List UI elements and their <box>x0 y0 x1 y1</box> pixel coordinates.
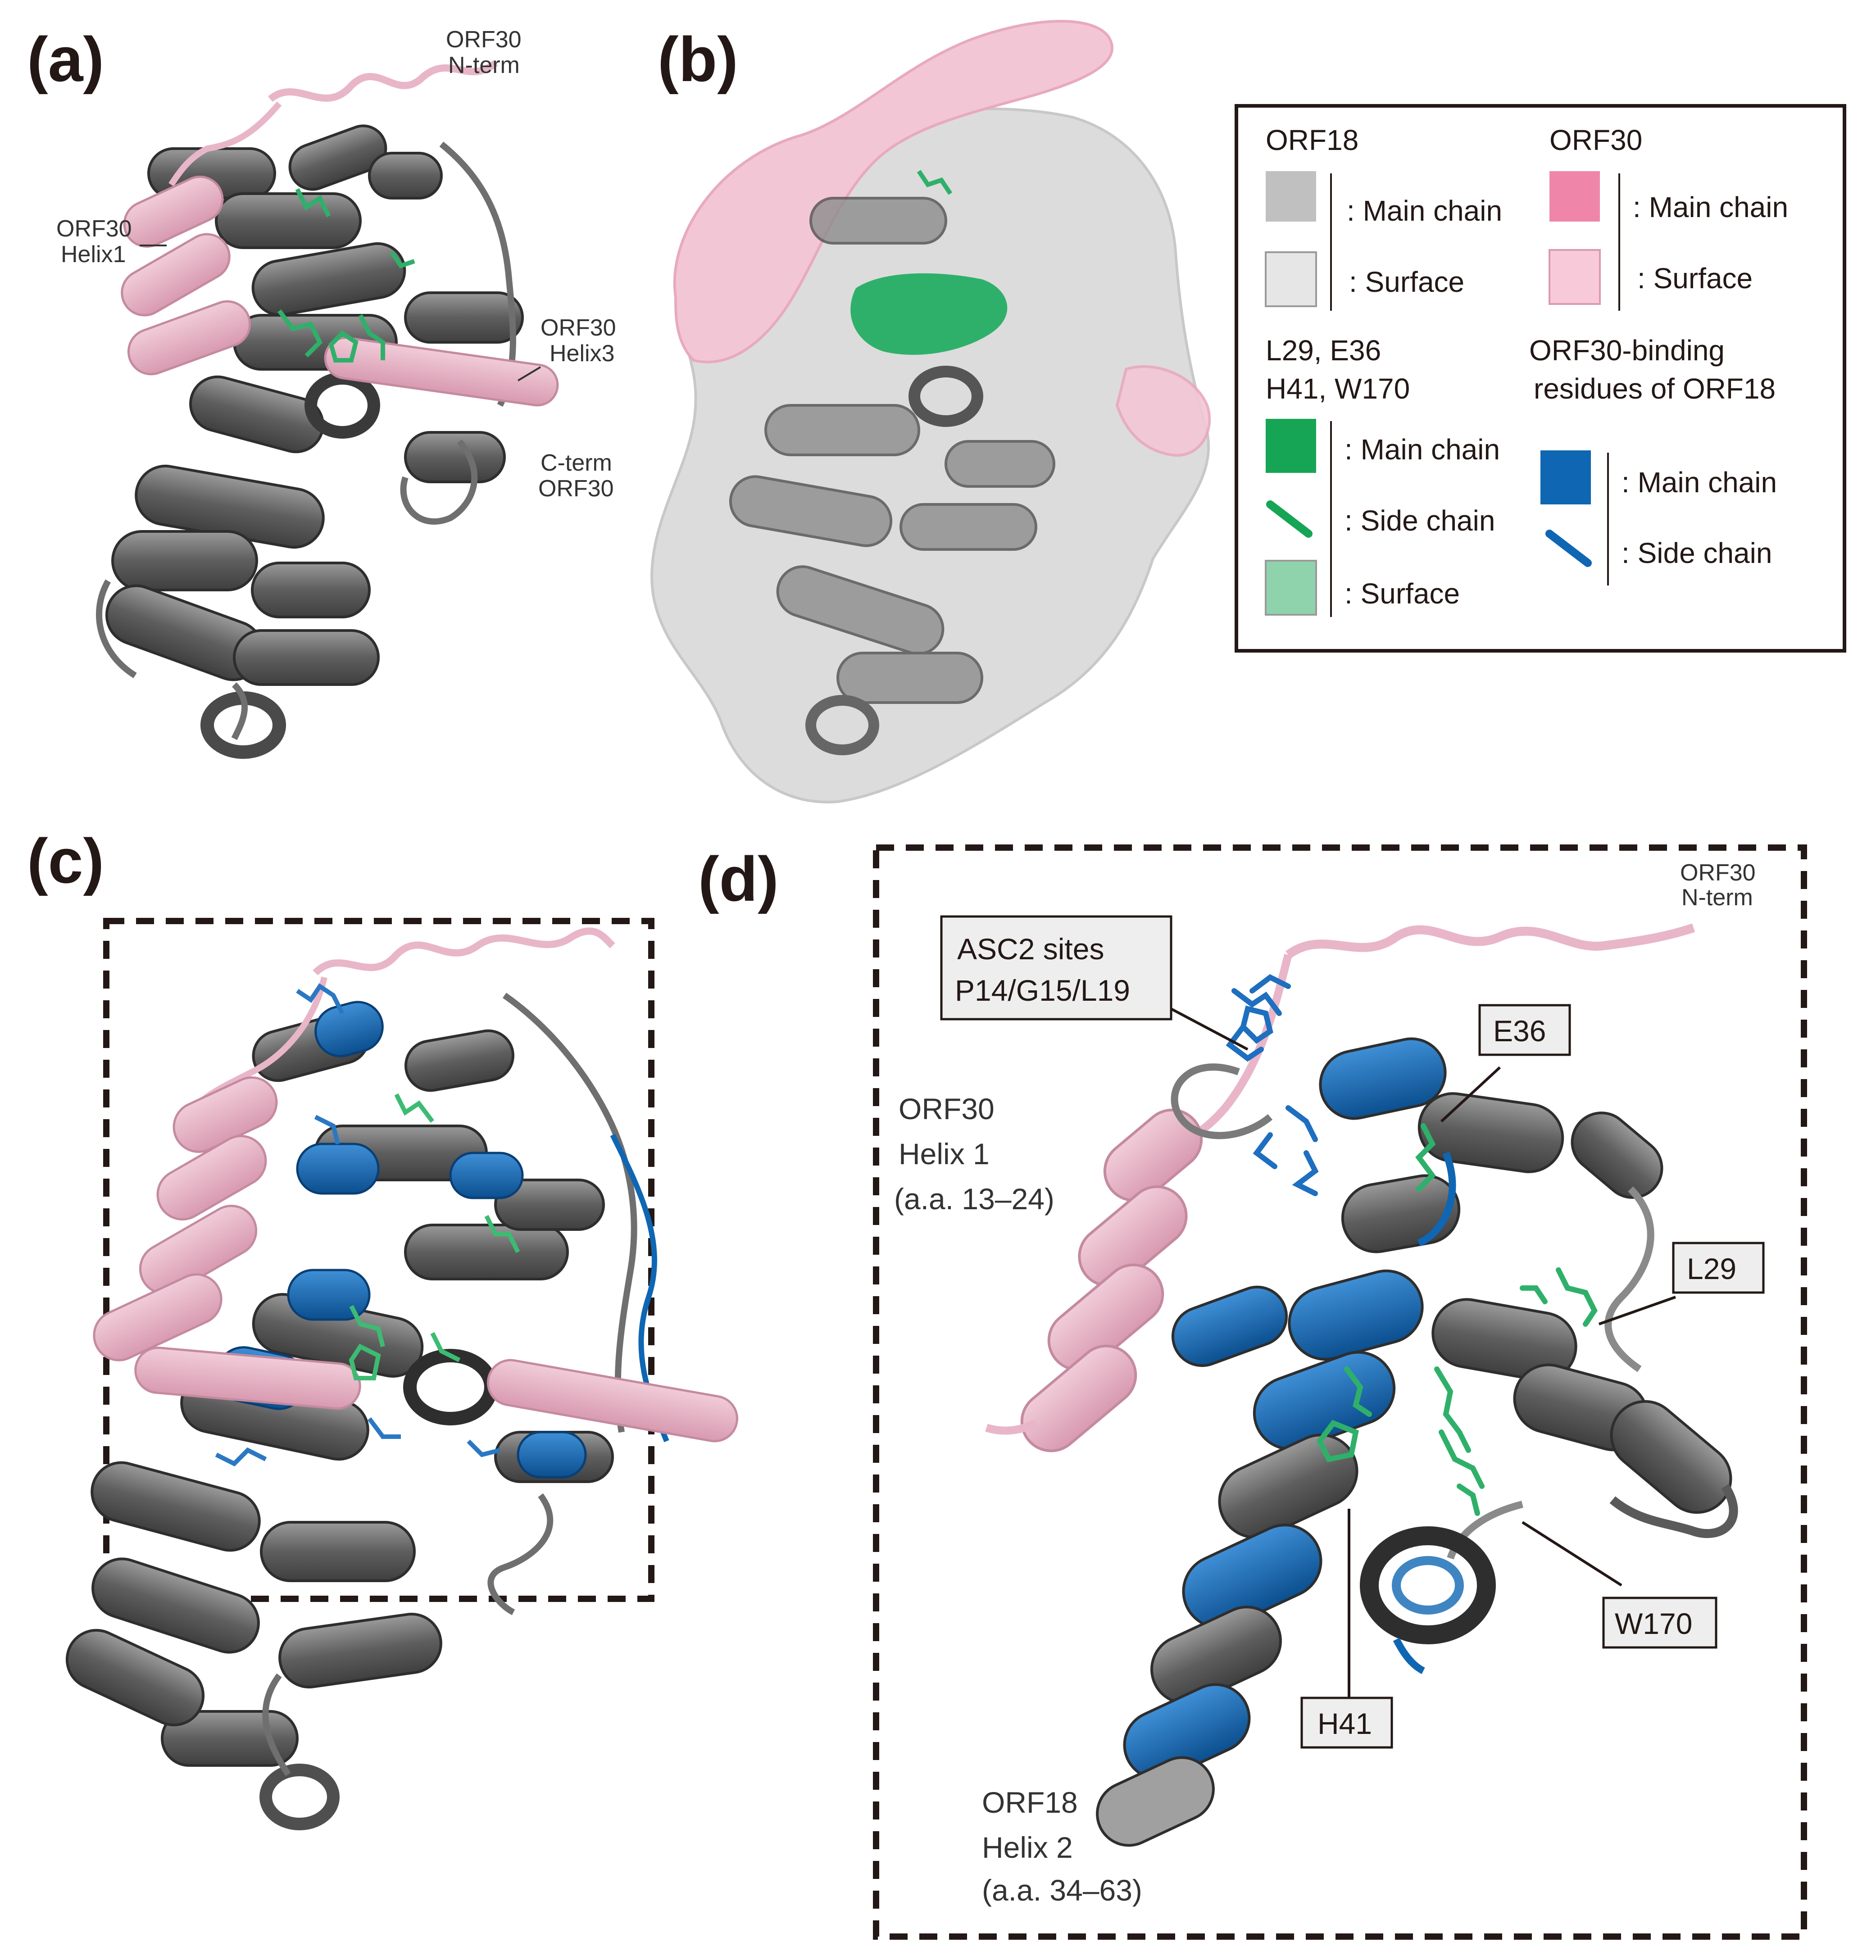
panel-d: (d) <box>698 844 1807 1940</box>
panel-d-orf30-helix-line1: ORF30 <box>899 1092 995 1125</box>
legend-orf18-main-label: : Main chain <box>1347 195 1502 227</box>
legend-box: ORF18 : Main chain : Surface ORF30 : Mai… <box>1235 104 1846 653</box>
panel-c-label: (c) <box>27 826 104 896</box>
legend-orf30-main-label: : Main chain <box>1633 191 1788 223</box>
legend-orf18-main-swatch <box>1266 171 1316 222</box>
panel-d-asc2-pointer <box>1170 1007 1249 1051</box>
panel-d-asc2-line1: ASC2 sites <box>957 932 1104 966</box>
panel-d-l29-box <box>1672 1242 1765 1294</box>
legend-binding-line2: residues of ORF18 <box>1534 372 1776 405</box>
legend-blue-main-label: : Main chain <box>1622 466 1777 499</box>
legend-blue-side-label: : Side chain <box>1622 537 1772 569</box>
legend-blue-side-swatch <box>1545 530 1592 567</box>
panel-a-helix3-label-1: ORF30 <box>541 315 616 341</box>
panel-b-structure <box>650 20 1211 803</box>
panel-c-dashed-box <box>103 918 654 1602</box>
panel-b: (b) <box>650 20 1211 803</box>
panel-d-w170-pointer <box>1522 1521 1622 1587</box>
legend-residues-line1: L29, E36 <box>1266 334 1381 367</box>
panel-d-e36-label: E36 <box>1493 1014 1546 1048</box>
panel-d-asc2-box <box>940 915 1172 1021</box>
panel-d-w170-label: W170 <box>1615 1607 1692 1640</box>
panel-a-nterm-label-2: N-term <box>448 52 520 78</box>
legend-residues-line2: H41, W170 <box>1266 372 1410 405</box>
panel-d-l29-pointer <box>1599 1296 1676 1325</box>
panel-c-structure <box>65 927 739 1830</box>
panel-b-label: (b) <box>658 24 738 95</box>
panel-d-label: (d) <box>698 844 779 914</box>
panel-c: (c) <box>27 826 739 1830</box>
panel-d-nterm-label-2: N-term <box>1681 885 1753 911</box>
panel-d-asc2-line2: P14/G15/L19 <box>955 974 1130 1007</box>
legend-green-surface-label: : Surface <box>1345 577 1460 610</box>
panel-a: (a) <box>27 24 616 759</box>
panel-a-nterm-label-1: ORF30 <box>446 27 522 53</box>
panel-d-e36-box <box>1478 1004 1571 1056</box>
panel-a-helix3-label-2: Helix3 <box>550 340 615 367</box>
legend-orf18-surface-label: : Surface <box>1349 266 1464 298</box>
legend-orf30-main-swatch <box>1549 171 1600 222</box>
legend-blue-main-swatch <box>1540 450 1591 504</box>
legend-green-side-swatch <box>1266 500 1313 538</box>
panel-d-h41-label: H41 <box>1317 1707 1372 1740</box>
panel-d-orf30-helix-line2: Helix 1 <box>899 1137 990 1171</box>
panel-d-nterm-label-1: ORF30 <box>1680 860 1756 886</box>
panel-d-orf18-helix-line3: (a.a. 34–63) <box>982 1874 1142 1907</box>
panel-a-helix1-label-1: ORF30 <box>56 216 132 242</box>
panel-a-helix1-label-2: Helix1 <box>61 241 126 268</box>
panel-d-l29-label: L29 <box>1687 1252 1736 1285</box>
legend-orf18-title: ORF18 <box>1266 124 1358 156</box>
panel-a-label: (a) <box>27 24 104 95</box>
legend-orf18-surface-swatch <box>1265 251 1317 307</box>
panel-a-cterm-label-2: ORF30 <box>538 476 614 502</box>
legend-orf30-surface-swatch <box>1549 249 1601 305</box>
legend-binding-line1: ORF30-binding <box>1529 334 1725 367</box>
panel-d-dashed-box <box>873 844 1807 1940</box>
panel-a-helix3-pointer <box>517 366 541 381</box>
panel-a-structure <box>96 60 559 759</box>
panel-a-cterm-label-1: C-term <box>541 450 612 476</box>
panel-d-h41-box <box>1300 1697 1393 1749</box>
panel-d-orf30-helix-line3: (a.a. 13–24) <box>894 1182 1054 1216</box>
legend-green-main-swatch <box>1266 419 1316 473</box>
panel-d-structure <box>985 923 1738 1847</box>
panel-d-orf18-helix-line1: ORF18 <box>982 1786 1078 1819</box>
legend-orf30-title: ORF30 <box>1549 124 1642 156</box>
legend-orf30-surface-label: : Surface <box>1637 262 1753 295</box>
panel-d-e36-pointer <box>1440 1066 1501 1123</box>
legend-green-side-label: : Side chain <box>1345 504 1495 537</box>
panel-d-orf18-helix-line2: Helix 2 <box>982 1831 1073 1864</box>
legend-green-main-label: : Main chain <box>1345 433 1500 466</box>
legend-green-surface-swatch <box>1265 560 1317 616</box>
panel-d-w170-box <box>1602 1597 1717 1649</box>
